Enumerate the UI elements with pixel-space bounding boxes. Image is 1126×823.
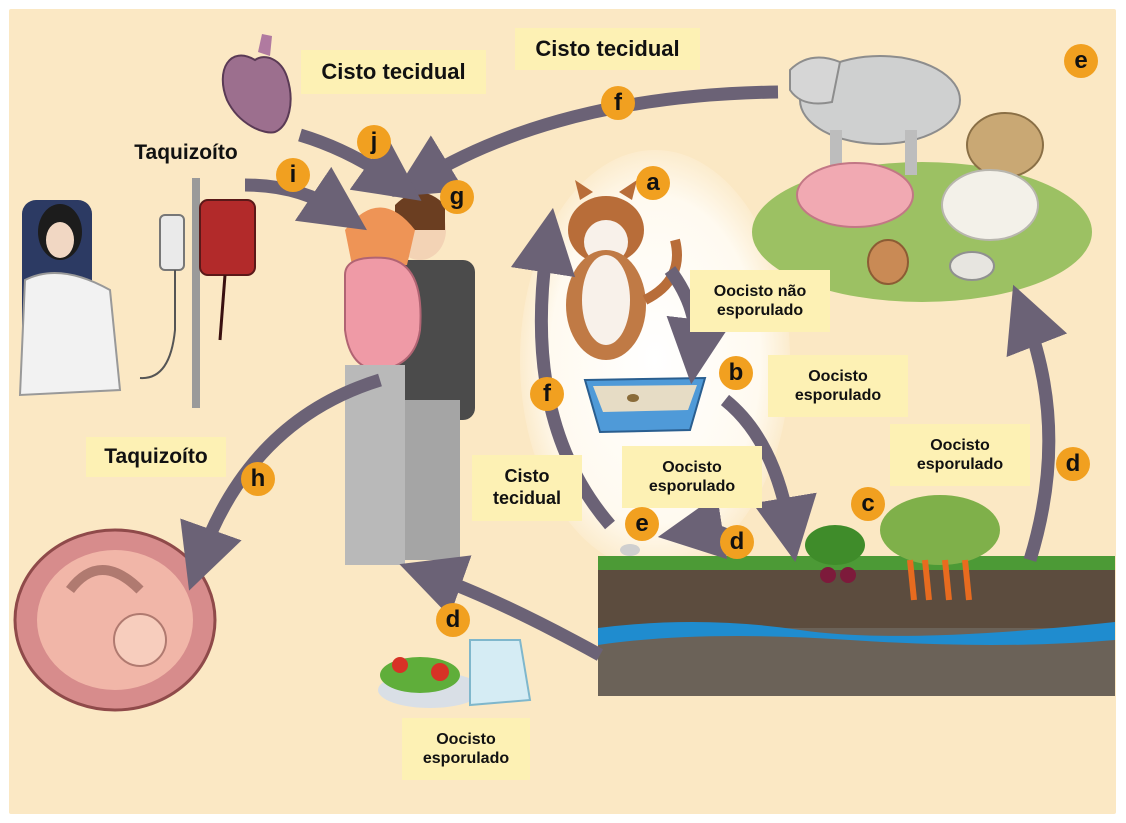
litter-box-illustration [585, 378, 705, 432]
badge-i: i [276, 158, 310, 192]
patient-illustration [20, 200, 120, 395]
badge-e-top: e [1064, 44, 1098, 78]
transfusion-illustration [140, 178, 255, 408]
label-oocisto-esporulado-center: Oocisto esporulado [622, 446, 762, 508]
farm-animals-illustration [752, 56, 1092, 302]
badge-e-center: e [625, 507, 659, 541]
label-oocisto-esporulado-b: Oocisto esporulado [768, 355, 908, 417]
food-water-illustration [378, 640, 530, 708]
badge-g: g [440, 180, 474, 214]
label-cisto-tecidual-center: Cisto tecidual [472, 455, 582, 521]
badge-d-bottom: d [436, 603, 470, 637]
badge-f-top: f [601, 86, 635, 120]
badge-d-center: d [720, 525, 754, 559]
cat-illustration [566, 180, 677, 360]
badge-j: j [357, 125, 391, 159]
label-oocisto-esporulado-c: Oocisto esporulado [890, 424, 1030, 486]
fetus-illustration [15, 530, 215, 710]
label-cisto-tecidual-heart: Cisto tecidual [301, 50, 486, 94]
badge-f-left: f [530, 377, 564, 411]
badge-b: b [719, 356, 753, 390]
badge-h: h [241, 462, 275, 496]
badge-d-right: d [1056, 447, 1090, 481]
label-taquizoito-fetus: Taquizoíto [86, 437, 226, 477]
label-oocisto-nao-esporulado: Oocisto não esporulado [690, 270, 830, 332]
label-cisto-tecidual-animals: Cisto tecidual [515, 28, 700, 70]
label-taquizoito-transfusion: Taquizoíto [116, 137, 256, 169]
heart-illustration [223, 34, 291, 133]
badge-c: c [851, 487, 885, 521]
label-oocisto-esporulado-bottom: Oocisto esporulado [402, 718, 530, 780]
badge-a: a [636, 166, 670, 200]
